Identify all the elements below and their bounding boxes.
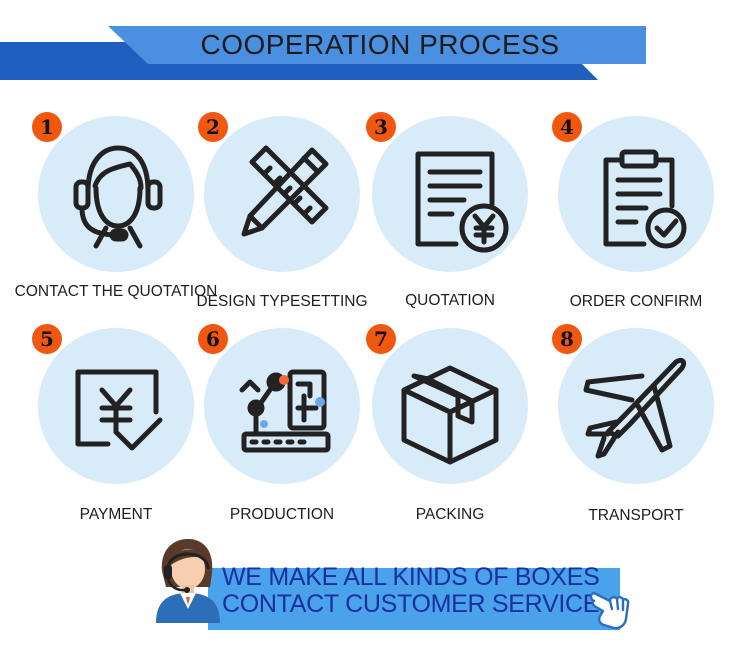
step-4: 4 ORDER CONFIRM [552,112,724,326]
yen-payment-icon [75,369,163,451]
robot-arm-circuit-icon [239,369,331,453]
step-2: 2 DESIGN TYPESETTING [196,112,370,326]
pointing-hand-icon [589,591,630,630]
step-number-badge: 5 [32,324,62,354]
step-circle [372,116,528,272]
step-circle [558,116,714,272]
step-5: 5 PAYMENT [32,324,204,538]
step-circle [38,328,194,484]
step-circle [204,328,360,484]
step-8: 8 TRANSPORT [552,324,724,538]
step-circle [558,328,714,484]
step-number-badge: 7 [366,324,396,354]
cta-line-contact[interactable]: CONTACT CUSTOMER SERVICE [222,590,600,618]
step-1: 1 CONTACT THE QUOTATION [15,112,217,326]
step-label: CONTACT THE QUOTATION [14,283,218,300]
step-6: 6 PRODUCTION [198,324,370,538]
step-label: PRODUCTION [229,506,335,523]
step-number-badge: 1 [32,112,62,142]
header-banner: COOPERATION PROCESS [0,0,750,85]
step-number-badge: 6 [198,324,228,354]
step-circle [372,328,528,484]
step-7: 7 PACKING [366,324,538,538]
step-number-badge: 4 [552,112,582,142]
step-number-badge: 2 [198,112,228,142]
step-number-badge: 3 [366,112,396,142]
headset-agent-icon [73,145,163,249]
step-label: PACKING [415,506,485,523]
step-3: 3 QUOTATION [366,112,538,326]
step-circle [38,116,194,272]
airplane-icon [583,357,687,459]
step-label: ORDER CONFIRM [569,293,703,310]
cta-bar [208,568,620,630]
quotation-yen-icon [415,151,509,253]
step-label: PAYMENT [79,506,153,523]
contact-cta[interactable]: WE MAKE ALL KINDS OF BOXES CONTACT CUSTO… [150,535,630,635]
clipboard-check-icon [603,149,687,249]
step-number-badge: 8 [552,324,582,354]
cta-line-boxes: WE MAKE ALL KINDS OF BOXES [222,563,600,591]
page-title: COOPERATION PROCESS [200,29,560,60]
step-circle [204,116,360,272]
step-label: QUOTATION [405,292,495,309]
ruler-pencil-icon [241,145,329,237]
banner-shape [0,26,646,80]
customer-service-agent-icon [156,539,220,623]
step-label: DESIGN TYPESETTING [196,293,368,310]
step-label: TRANSPORT [588,507,684,524]
box-icon [401,365,499,465]
